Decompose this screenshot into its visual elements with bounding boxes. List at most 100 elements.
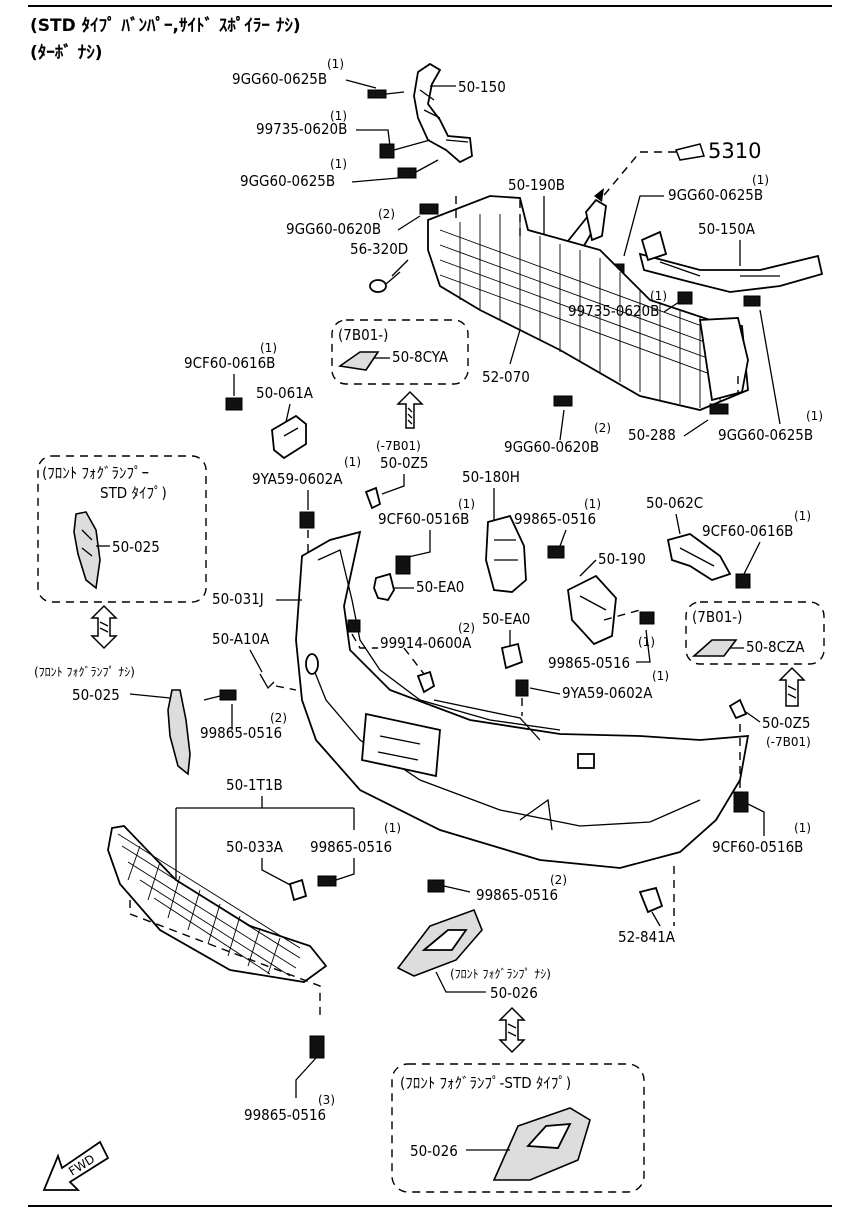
label-fog-std-1: (ﾌﾛﾝﾄ ﾌｫｸﾞﾗﾝﾌﾟｰ — [42, 464, 149, 482]
screw-icon — [735, 573, 751, 589]
label-50-0z5-a: 50-0Z5 — [380, 454, 428, 472]
bolt-icon — [743, 295, 761, 307]
label-50-061a: 50-061A — [256, 384, 314, 402]
label-99735-0620b-b: 99735-0620B — [568, 302, 659, 320]
screw-icon — [427, 879, 445, 893]
qty: (1) — [584, 497, 601, 511]
clip-icon — [347, 619, 361, 633]
qty: (2) — [550, 873, 567, 887]
screw-icon — [225, 397, 243, 411]
bolt-icon — [397, 159, 439, 179]
qty: (1) — [260, 341, 277, 355]
clip-50-8cya — [337, 351, 380, 371]
label-9gg60-0625b-b: 9GG60-0625B — [240, 172, 335, 190]
label-50-8cza: 50-8CZA — [746, 638, 805, 656]
clip-icon — [288, 878, 308, 902]
label-50-026-a: 50-026 — [490, 984, 538, 1002]
label-9gg60-0625b-c: 9GG60-0625B — [668, 186, 763, 204]
screw-icon — [547, 545, 565, 559]
label-50-150a: 50-150A — [698, 220, 756, 238]
label-5310: 5310 — [708, 139, 761, 163]
qty: (1) — [752, 173, 769, 187]
bolt-icon — [553, 395, 573, 407]
qty: (3) — [318, 1093, 335, 1107]
label-9ya59-0602a-a: 9YA59-0602A — [252, 470, 343, 488]
bolt-icon — [709, 403, 729, 415]
label-52-841a: 52-841A — [618, 928, 676, 946]
fog-cover-50-025-nashi — [167, 689, 191, 776]
screw-icon — [309, 1035, 325, 1059]
arrow-up-icon — [778, 666, 806, 707]
spring-clip-50-a10a — [259, 673, 275, 690]
fwd-arrow-icon — [42, 1140, 110, 1191]
qty: (2) — [458, 621, 475, 635]
label-7b01-c: (7B01-) — [692, 608, 742, 626]
bolt-icon — [677, 291, 693, 305]
bolt-icon — [379, 139, 431, 159]
clip-50-ea0-a — [373, 572, 395, 602]
label-50-150: 50-150 — [458, 78, 506, 96]
label-50-033a: 50-033A — [226, 838, 284, 856]
label-99865-0516-c: 99865-0516 — [200, 724, 282, 742]
variant-box-7b01-right — [685, 601, 825, 665]
label-99865-0516-f: 99865-0516 — [244, 1106, 326, 1124]
bracket-50-150a — [638, 230, 824, 293]
qty: (1) — [330, 157, 347, 171]
label-9gg60-0620b-a: 9GG60-0620B — [286, 220, 381, 238]
label-99865-0516-b: 99865-0516 — [548, 654, 630, 672]
qty: (1) — [344, 455, 361, 469]
screw-icon — [299, 511, 315, 529]
bracket-50-062c — [666, 533, 732, 581]
label-fog-nashi-a: (ﾌﾛﾝﾄ ﾌｫｸﾞﾗﾝﾌﾟ ﾅｼ) — [34, 665, 135, 679]
qty: (1) — [638, 635, 655, 649]
clip-50-8cza — [691, 639, 738, 657]
bracket-50-190 — [567, 574, 617, 646]
label-50-a10a: 50-A10A — [212, 630, 270, 648]
label-fog-std-b: (ﾌﾛﾝﾄ ﾌｫｸﾞﾗﾝﾌﾟ-STD ﾀｲﾌﾟ) — [400, 1074, 571, 1092]
qty: (1) — [458, 497, 475, 511]
label-fog-nashi-b: (ﾌﾛﾝﾄ ﾌｫｸﾞﾗﾝﾌﾟ ﾅｼ) — [450, 967, 551, 981]
label-50-1t1b: 50-1T1B — [226, 776, 283, 794]
qty: (2) — [270, 711, 287, 725]
bolt-icon — [419, 203, 439, 215]
label-50-025-b: 50-025 — [72, 686, 120, 704]
qty: (1) — [650, 289, 667, 303]
qty: (1) — [384, 821, 401, 835]
screw-icon — [733, 791, 749, 813]
label-50-288: 50-288 — [628, 426, 676, 444]
label-99865-0516-a: 99865-0516 — [514, 510, 596, 528]
qty: (2) — [594, 421, 611, 435]
screw-icon — [317, 875, 337, 887]
label-50-180h: 50-180H — [462, 468, 520, 486]
bracket-50-150 — [413, 62, 473, 164]
screw-icon — [203, 689, 237, 701]
clip-52-841a — [638, 886, 664, 914]
reinforcement-52-070 — [427, 195, 749, 411]
qty: (1) — [794, 821, 811, 835]
arrow-up-icon — [396, 390, 424, 429]
grille-50-1t1b — [107, 825, 328, 983]
label-7b01-b: (-7B01) — [376, 439, 421, 453]
label-50-ea0-a: 50-EA0 — [416, 578, 464, 596]
clip-50-ea0-b — [500, 642, 524, 670]
label-9cf60-0616b-a: 9CF60-0616B — [184, 354, 275, 372]
fog-cover-50-026-nashi — [396, 908, 483, 977]
label-99865-0516-e: 99865-0516 — [476, 886, 558, 904]
label-9cf60-0616b-b: 9CF60-0616B — [702, 522, 793, 540]
variant-box-fog-std-bottom — [391, 1063, 645, 1193]
label-9cf60-0516b-a: 9CF60-0516B — [378, 510, 469, 528]
label-99865-0516-d: 99865-0516 — [310, 838, 392, 856]
variant-box-fog-std — [37, 455, 207, 603]
label-50-ea0-b: 50-EA0 — [482, 610, 530, 628]
clip-icon — [728, 698, 748, 720]
double-arrow-icon — [498, 1006, 526, 1054]
label-50-0z5-b: 50-0Z5 — [762, 714, 810, 732]
label-50-062c: 50-062C — [646, 494, 703, 512]
qty: (1) — [330, 109, 347, 123]
label-52-070: 52-070 — [482, 368, 530, 386]
label-56-320d: 56-320D — [350, 240, 408, 258]
label-9cf60-0516b-b: 9CF60-0516B — [712, 838, 803, 856]
label-9gg60-0625b-a: 9GG60-0625B — [232, 70, 327, 88]
qty: (1) — [652, 669, 669, 683]
